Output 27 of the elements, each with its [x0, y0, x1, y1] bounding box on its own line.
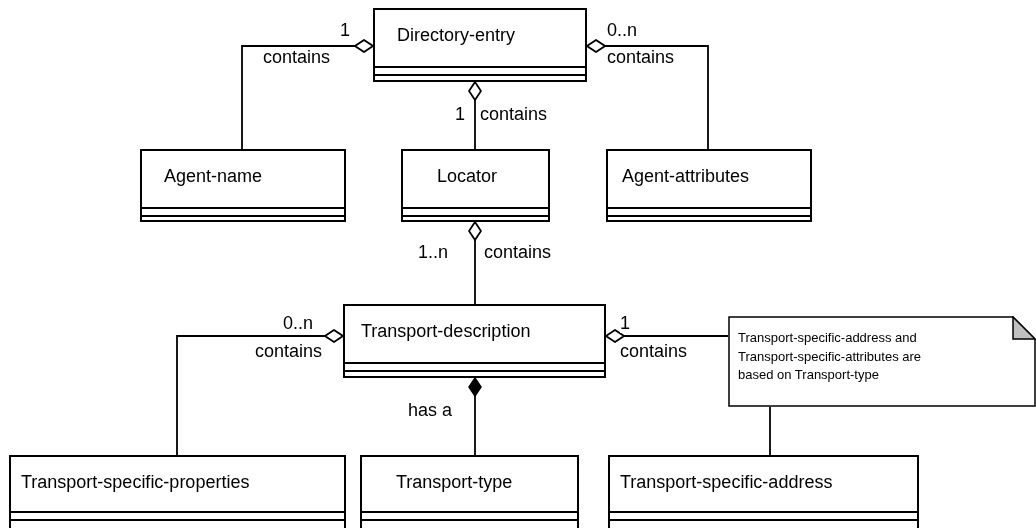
- class-box: [606, 149, 812, 222]
- multiplicity-label: 1: [620, 313, 630, 333]
- class-name: Transport-specific-address: [620, 472, 833, 492]
- aggregation-line: [176, 329, 344, 456]
- class-name: Agent-attributes: [622, 166, 750, 186]
- class-box: [140, 149, 346, 222]
- aggregation-line: [468, 81, 482, 150]
- note-text: Transport-specific-address and Transport-specific-attributes are based on Transport-type: [738, 329, 923, 384]
- aggregation-line: [586, 39, 709, 150]
- class-name: Transport-description: [361, 321, 531, 341]
- class-name: Agent-name: [164, 166, 263, 186]
- class-box: [9, 455, 346, 528]
- class-box: [373, 8, 587, 82]
- class-name: Directory-entry: [397, 25, 516, 45]
- class-name: Transport-specific-properties: [21, 472, 250, 492]
- class-box: [401, 149, 550, 222]
- aggregation-line: [468, 221, 482, 305]
- aggregation-line: [605, 329, 729, 343]
- note-box: [728, 316, 1036, 407]
- class-name: Locator: [437, 166, 498, 186]
- aggregation-line: [241, 39, 374, 150]
- class-name: Transport-type: [396, 472, 513, 492]
- class-box: [360, 455, 579, 528]
- connector-line: [769, 406, 771, 456]
- class-box: [608, 455, 919, 528]
- class-box: [343, 304, 606, 378]
- composition-line: [468, 377, 482, 456]
